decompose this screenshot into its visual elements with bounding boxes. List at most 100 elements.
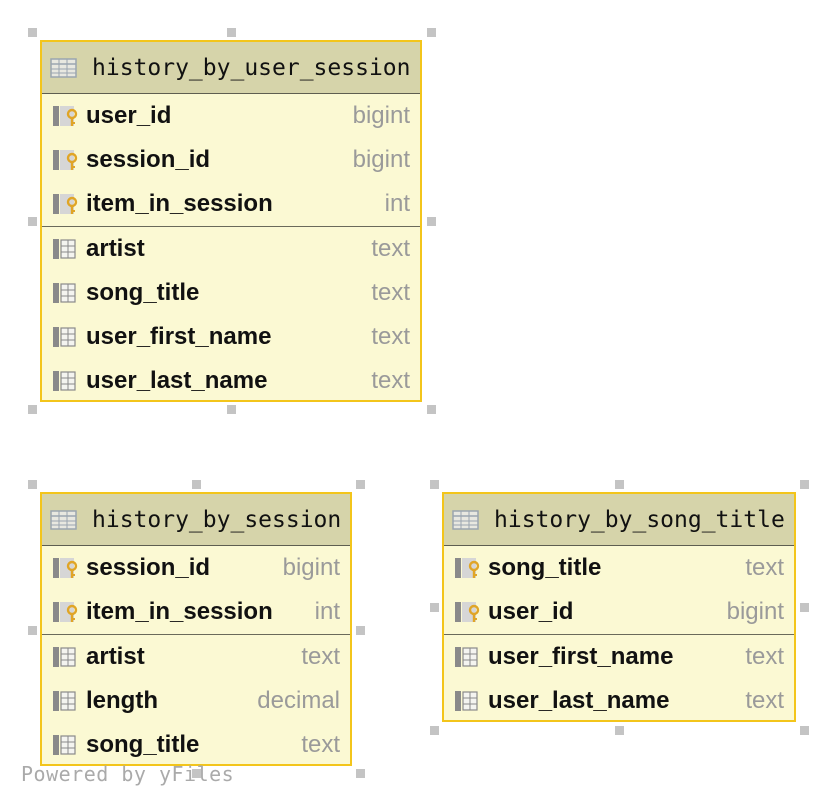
key-divider: [42, 226, 420, 227]
resize-handle[interactable]: [192, 480, 201, 489]
resize-handle[interactable]: [800, 603, 809, 612]
table-title: history_by_session: [92, 506, 342, 533]
key-column-row[interactable]: item_in_session int: [42, 590, 350, 634]
resize-handle[interactable]: [28, 626, 37, 635]
table-header: history_by_session: [42, 494, 350, 546]
column-icon: [454, 689, 482, 713]
table-history-by-user-session[interactable]: history_by_user_session user_id bigint: [40, 40, 422, 402]
primary-key-column-icon: [52, 600, 80, 624]
column-icon: [52, 645, 80, 669]
table-header: history_by_user_session: [42, 42, 420, 94]
resize-handle[interactable]: [430, 726, 439, 735]
column-type: bigint: [352, 146, 410, 173]
key-divider: [42, 634, 350, 635]
table-history-by-song-title[interactable]: history_by_song_title song_title text: [442, 492, 796, 722]
column-type: text: [371, 279, 410, 306]
column-name: song_title: [86, 279, 200, 306]
table-grid-icon: [452, 508, 480, 532]
column-icon: [52, 369, 80, 393]
column-row[interactable]: song_title text: [42, 723, 350, 767]
resize-handle[interactable]: [356, 769, 365, 778]
column-name: user_last_name: [488, 687, 670, 714]
primary-key-column-icon: [52, 192, 80, 216]
resize-handle[interactable]: [227, 28, 236, 37]
resize-handle[interactable]: [427, 28, 436, 37]
watermark: Powered by yFiles: [21, 762, 235, 786]
column-name: session_id: [86, 554, 211, 581]
resize-handle[interactable]: [800, 480, 809, 489]
resize-handle[interactable]: [427, 217, 436, 226]
resize-handle[interactable]: [356, 480, 365, 489]
primary-key-column-icon: [52, 556, 80, 580]
key-divider: [444, 634, 794, 635]
resize-handle[interactable]: [615, 726, 624, 735]
resize-handle[interactable]: [430, 480, 439, 489]
column-type: bigint: [726, 598, 784, 625]
key-column-row[interactable]: session_id bigint: [42, 138, 420, 182]
column-type: text: [301, 731, 340, 758]
column-name: song_title: [488, 554, 602, 581]
column-name: item_in_session: [86, 598, 273, 625]
column-row[interactable]: length decimal: [42, 679, 350, 723]
table-header: history_by_song_title: [444, 494, 794, 546]
column-row[interactable]: artist text: [42, 635, 350, 679]
resize-handle[interactable]: [28, 217, 37, 226]
table-title: history_by_user_session: [92, 54, 411, 81]
key-column-row[interactable]: song_title text: [444, 546, 794, 590]
column-name: artist: [86, 235, 145, 262]
table-title: history_by_song_title: [494, 506, 785, 533]
column-type: bigint: [282, 554, 340, 581]
resize-handle[interactable]: [356, 626, 365, 635]
column-type: int: [314, 598, 340, 625]
column-type: decimal: [257, 687, 340, 714]
primary-key-column-icon: [52, 104, 80, 128]
column-name: user_id: [86, 102, 172, 129]
resize-handle[interactable]: [800, 726, 809, 735]
primary-key-column-icon: [52, 148, 80, 172]
resize-handle[interactable]: [430, 603, 439, 612]
column-row[interactable]: artist text: [42, 227, 420, 271]
column-row[interactable]: song_title text: [42, 271, 420, 315]
column-name: user_last_name: [86, 367, 268, 394]
table-history-by-session[interactable]: history_by_session session_id bigint i: [40, 492, 352, 766]
primary-key-column-icon: [454, 600, 482, 624]
key-column-row[interactable]: user_id bigint: [444, 590, 794, 634]
resize-handle[interactable]: [427, 405, 436, 414]
column-type: text: [745, 554, 784, 581]
column-name: user_first_name: [86, 323, 272, 350]
table-grid-icon: [50, 508, 78, 532]
resize-handle[interactable]: [192, 769, 201, 778]
column-icon: [52, 281, 80, 305]
column-type: text: [745, 687, 784, 714]
column-row[interactable]: user_last_name text: [42, 359, 420, 403]
column-type: text: [301, 643, 340, 670]
table-grid-icon: [50, 56, 78, 80]
column-name: song_title: [86, 731, 200, 758]
key-column-row[interactable]: user_id bigint: [42, 94, 420, 138]
resize-handle[interactable]: [28, 28, 37, 37]
column-name: user_id: [488, 598, 574, 625]
resize-handle[interactable]: [227, 405, 236, 414]
column-type: int: [384, 190, 410, 217]
column-icon: [454, 645, 482, 669]
column-icon: [52, 325, 80, 349]
resize-handle[interactable]: [615, 480, 624, 489]
column-name: session_id: [86, 146, 211, 173]
column-name: item_in_session: [86, 190, 273, 217]
key-column-row[interactable]: session_id bigint: [42, 546, 350, 590]
column-row[interactable]: user_last_name text: [444, 679, 794, 723]
resize-handle[interactable]: [28, 480, 37, 489]
column-icon: [52, 689, 80, 713]
key-column-row[interactable]: item_in_session int: [42, 182, 420, 226]
column-name: length: [86, 687, 158, 714]
column-icon: [52, 237, 80, 261]
column-name: artist: [86, 643, 145, 670]
resize-handle[interactable]: [28, 405, 37, 414]
column-row[interactable]: user_first_name text: [42, 315, 420, 359]
column-icon: [52, 733, 80, 757]
column-type: text: [745, 643, 784, 670]
column-type: text: [371, 235, 410, 262]
column-type: bigint: [352, 102, 410, 129]
primary-key-column-icon: [454, 556, 482, 580]
column-row[interactable]: user_first_name text: [444, 635, 794, 679]
